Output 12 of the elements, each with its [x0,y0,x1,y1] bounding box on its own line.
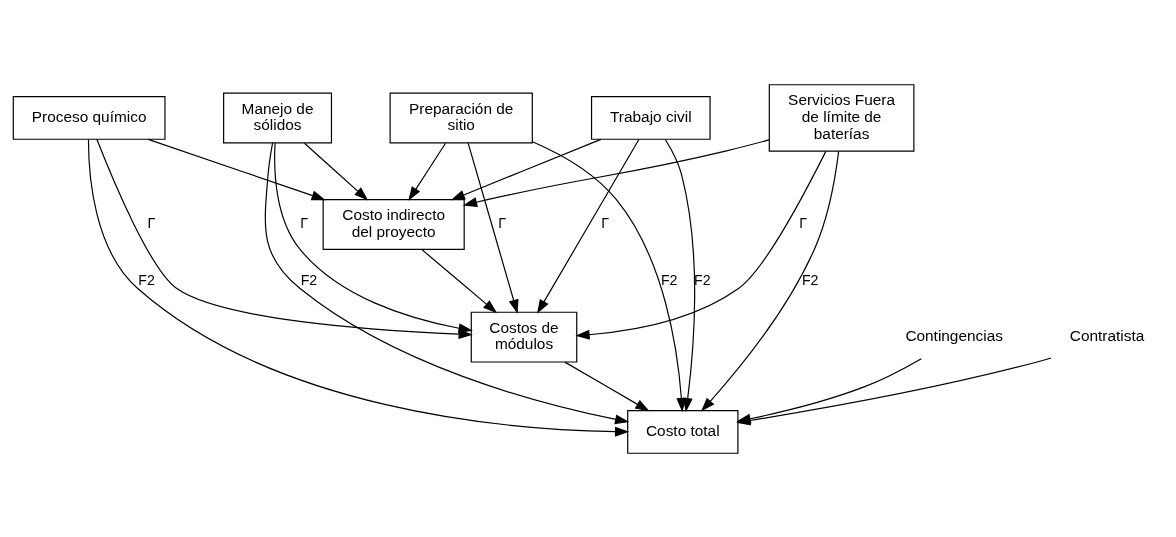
edge-label: F2 [694,271,711,288]
edge-label: F2 [138,271,155,288]
edge-label: F2 [300,271,318,288]
edge-label: Γ [498,214,506,231]
node-text: Contratista [1069,326,1145,344]
edge-label: Γ [147,214,156,231]
edge-label: Γ [799,214,807,231]
edge-label: Γ [601,214,610,231]
node-text: Contingencias [905,326,1003,344]
edge-label: F2 [801,271,819,288]
edge-label: Γ [300,214,309,231]
edge-label: F2 [660,271,678,288]
